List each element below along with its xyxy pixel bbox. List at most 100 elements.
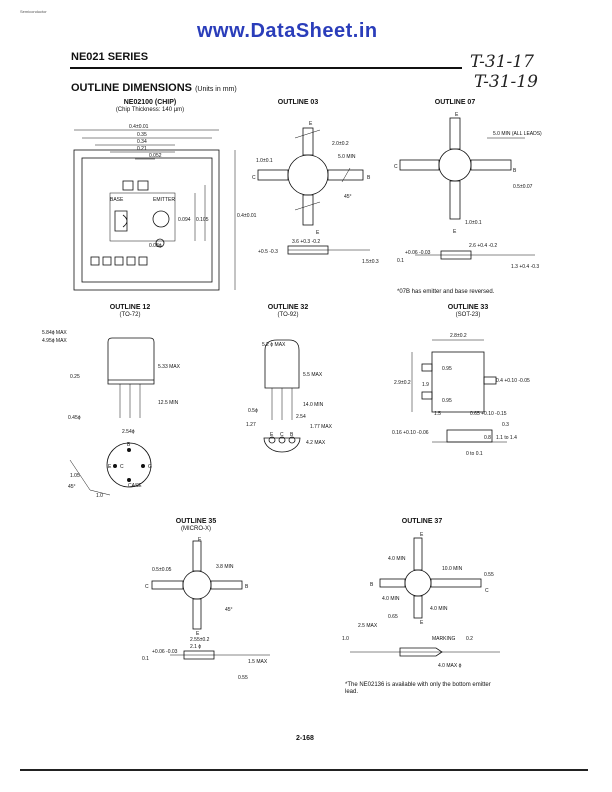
outline03-lead-top <box>302 127 314 156</box>
chip-dim-label: 0.21 <box>137 146 147 152</box>
outline37-dim: 4.0 MIN <box>382 596 400 602</box>
outline32-dim: 1.27 <box>246 422 256 428</box>
outline37-pin: B <box>370 582 374 588</box>
outline12-pin-dot <box>127 448 131 452</box>
outline07-side-body <box>440 250 472 260</box>
outline37-drawing: E B C E 4.0 MIN 10.0 MIN 0.55 4.0 MIN 4.… <box>342 532 500 669</box>
outline12-pin: CASE <box>128 483 142 489</box>
outline33-dim: 0.8 <box>484 435 491 441</box>
outline07-note: *07B has emitter and base reversed. <box>397 289 495 295</box>
outline07-dim: 0.5±0.07 <box>513 184 533 190</box>
outline37-pin: C <box>485 588 489 594</box>
outline33-dim: 1.1 to 1.4 <box>496 435 517 441</box>
chip-dim-label: 0.052 <box>149 153 162 159</box>
outline07-drawing: E C B E 5.0 MIN (ALL LEADS) 0.5±0.07 1.0… <box>394 112 542 270</box>
outline12-drawing: 5.84ϕ MAX 4.95ϕ MAX 5.33 MAX 0.25 12.5 M… <box>42 330 181 499</box>
outline37-side-body <box>399 647 443 657</box>
outline32-pin-hole <box>278 436 286 444</box>
outline32-pin: B <box>290 432 294 438</box>
chip-square-3 <box>114 256 124 266</box>
chip-square-1 <box>90 256 100 266</box>
outline07-lead-bottom <box>449 180 461 220</box>
outline12-pin-dot <box>127 478 131 482</box>
outline37-pin: E <box>420 532 424 538</box>
outline33-dim: 0.16 +0.10 -0.06 <box>392 430 429 436</box>
outline03-dim: 45° <box>344 194 352 200</box>
outline12-pin-dot <box>113 464 117 468</box>
outline12-subtitle: (TO-72) <box>119 312 141 318</box>
outline12-pin: G <box>148 464 152 470</box>
chip-pad-2 <box>137 180 149 191</box>
outline32-pin: C <box>280 432 284 438</box>
chip-dim-label: 0.4±0.01 <box>129 124 149 130</box>
outline07-pin: E <box>455 112 459 118</box>
outline07-dim: 1.0±0.1 <box>465 220 482 226</box>
outline07-pin: E <box>453 229 457 235</box>
outline33-dim: 2.9±0.2 <box>394 380 411 386</box>
outline03-lead-right <box>327 169 364 181</box>
outline37-dim: 4.0 MIN <box>430 606 448 612</box>
outline32-dim: 14.0 MIN <box>303 402 324 408</box>
outline12-dim: 5.84ϕ MAX <box>42 330 67 336</box>
outline12-pin: E <box>108 464 112 470</box>
outline32-pin: E <box>270 432 274 438</box>
chip-dim-label: 0.35 <box>137 132 147 138</box>
outline33-lead <box>483 376 497 385</box>
outline03-pin: E <box>316 230 320 236</box>
outline03-lead-left <box>257 169 289 181</box>
chip-drawing: 0.4±0.01 0.35 0.34 0.21 0.052 0.094 0.10… <box>73 124 257 291</box>
outline32-dim: 0.5ϕ <box>248 408 258 414</box>
chip-base-label: BASE <box>110 197 124 203</box>
outline03-side-body <box>287 245 329 255</box>
handwritten-code-2: T-31-19 <box>474 72 538 92</box>
section-units: (Units in mm) <box>195 86 237 93</box>
outline07-lead-left <box>399 159 440 171</box>
outline33-title: OUTLINE 33 <box>447 304 489 311</box>
outline33-dim: 1.9 <box>422 382 429 388</box>
outline07-pin: B <box>513 168 517 174</box>
outline37-dim: 0.2 <box>466 636 473 642</box>
outline07-lead-right <box>470 159 512 171</box>
outline03-drawing: E C B E 2.0±0.2 5.0 MIN 1.0±0.1 45° 3.6 … <box>252 121 379 265</box>
outline35-pin: C <box>145 584 149 590</box>
outline07-title: OUTLINE 07 <box>434 99 476 106</box>
outline12-base-circle <box>106 442 152 488</box>
chip-via <box>155 238 165 248</box>
outline32-title: OUTLINE 32 <box>267 304 309 311</box>
outline35-lead-bottom <box>192 598 202 630</box>
chip-base-pad <box>114 210 128 232</box>
chip-dim-label: 0.105 <box>196 217 209 223</box>
outline33-dim: 0.65 +0.10 -0.15 <box>470 411 507 417</box>
outline37-dim: 2.5 MAX <box>358 623 378 629</box>
outline12-dim: 45° <box>68 484 76 490</box>
outline35-lead-top <box>192 540 202 572</box>
series-title: NE021 SERIES <box>71 51 149 63</box>
outline33-dim: 0 to 0.1 <box>466 451 483 457</box>
outline12-pin-dot <box>141 464 145 468</box>
outline03-lead-bottom <box>302 194 314 226</box>
outline32-drawing: 5.2 ϕ MAX 5.5 MAX 14.0 MIN 0.5ϕ 2.54 1.7… <box>246 339 333 453</box>
chip-dim-label: 0.094 <box>178 217 191 223</box>
outline12-title: OUTLINE 12 <box>109 304 151 311</box>
chip-inner-outline <box>81 157 213 283</box>
chip-dim-label: 0.34 <box>137 139 147 145</box>
watermark[interactable]: www.DataSheet.in <box>197 20 378 42</box>
chip-title: NE02100 (CHIP) <box>123 99 177 106</box>
outline12-can <box>107 337 155 385</box>
outline32-dim: 1.77 MAX <box>310 424 333 430</box>
outline33-dim: 0.4 +0.10 -0.05 <box>496 378 530 384</box>
outline03-dim: 3.6 +0.3 -0.2 <box>292 239 320 245</box>
outline35-lead-left <box>151 580 184 590</box>
outline32-pin-hole <box>288 436 296 444</box>
outline07-dim: 5.0 MIN (ALL LEADS) <box>493 131 542 137</box>
outline37-dim: MARKING <box>432 636 455 642</box>
chip-outer-outline <box>73 149 220 291</box>
chip-pad-1 <box>122 180 134 191</box>
outline12-pin: B <box>127 442 131 448</box>
page-number: 2-168 <box>296 735 314 742</box>
outline12-dim: 5.33 MAX <box>158 364 181 370</box>
outline35-dim: 1.5 MAX <box>248 659 268 665</box>
outline35-pin: E <box>198 537 202 543</box>
outline03-pin: C <box>252 175 256 181</box>
outline33-dim: 0.3 <box>502 422 509 428</box>
